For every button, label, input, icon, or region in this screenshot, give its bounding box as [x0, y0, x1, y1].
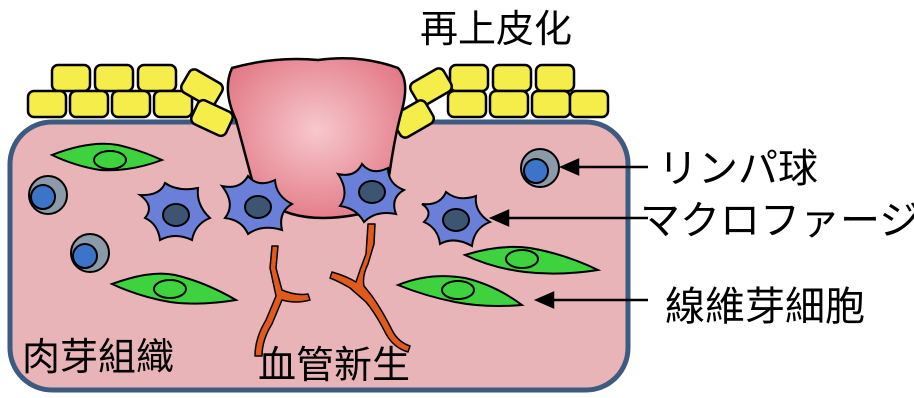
lymphocyte-cell — [521, 149, 559, 187]
lymphocyte-cell — [71, 234, 109, 272]
label-fibroblast: 線維芽細胞 — [665, 284, 865, 330]
label-angiogenesis: 血管新生 — [258, 343, 410, 387]
label-lymphocyte: リンパ球 — [658, 146, 818, 192]
label-reepithelialization: 再上皮化 — [420, 7, 572, 51]
lymphocyte-cell — [29, 176, 67, 214]
label-macrophage: マクロファージ — [640, 198, 914, 244]
label-granulation-tissue: 肉芽組織 — [22, 335, 174, 379]
